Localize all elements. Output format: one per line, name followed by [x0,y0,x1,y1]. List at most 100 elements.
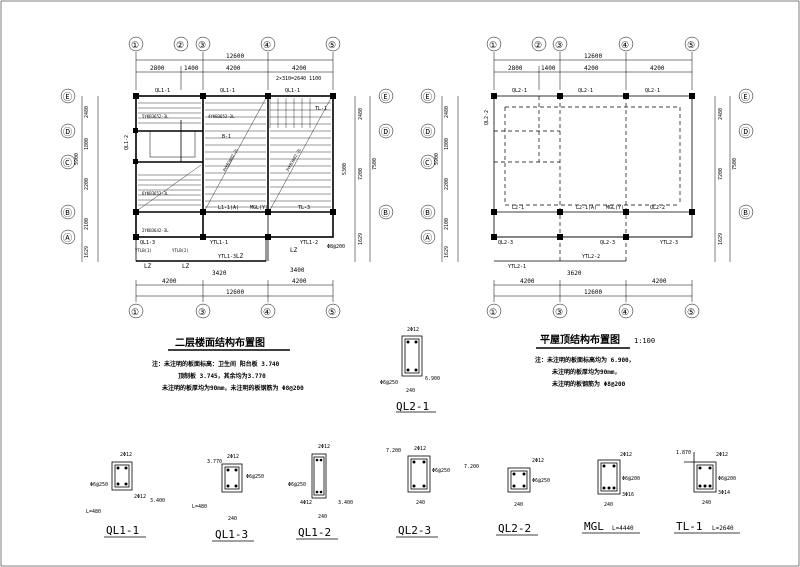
column-label: LZ [144,263,152,270]
column-label: LZ [290,247,298,254]
slab-label: 5YKB3652-3L [142,114,169,119]
dim: 2480 [358,108,364,120]
rebar-top: 2Φ12 [407,327,419,333]
section-title: QL1-3 [215,528,248,541]
grid-label: Ⓓ [423,127,432,138]
columns-1 [133,93,336,240]
section-title: TL-1 [676,520,703,533]
slab-label: YTLB(1) [135,248,152,253]
plan-2: ① ② ③ ④ ⑤ ① ③ ④ ⑤ Ⓔ Ⓓ Ⓒ Ⓑ Ⓐ Ⓔ Ⓓ Ⓑ [420,36,754,388]
rebar-top: 2Φ12 [532,458,544,464]
beam-label: QL2-2 [650,205,665,211]
beam-label: QL2-1 [645,88,660,94]
dim: 4200 [292,278,307,285]
grid-label: Ⓒ [423,158,432,169]
rebar-bot: 4Φ12 [300,500,312,506]
grid-label: Ⓑ [381,208,390,219]
dim: 2480 [718,108,724,120]
dim: 3420 [212,270,227,277]
rebar-top: 2Φ12 [227,454,239,460]
beam-label: TL-3 [298,205,310,211]
stirrup: Φ6@250 [246,474,264,480]
rebar-top: 2Φ12 [120,452,132,458]
section-width: 240 [318,514,327,520]
elevation: 3.400 [150,498,165,504]
beam-label: L2-1 [512,205,524,211]
grid-label: Ⓔ [423,92,432,103]
dim: 2100 [84,218,90,230]
plan-title: 平屋顶结构布置图 [540,333,620,346]
grid-label: Ⓓ [741,127,750,138]
section-ql2-1: 2Φ12 Φ6@250 240 6.900 QL2-1 [380,327,440,413]
beam-label: QL2-1 [578,88,593,94]
grid-label: Ⓐ [63,233,72,244]
stirrup: Φ6@250 [380,380,398,386]
dims-bottom-2: 4200 4200 12600 3620 [493,270,693,302]
section-ql1-2: 2Φ12 Φ6@250 4Φ12 3.400 240 QL1-2 [288,444,353,540]
note-line: 未注明的板厚均为90mm， [552,368,620,376]
dim: 12600 [584,289,602,296]
rebar-bot: 2Φ12 [134,494,146,500]
stirrup: Φ6@200 [622,476,640,482]
dim: 7200 [358,168,364,180]
toilet-slab [149,130,196,158]
beam-label: YTL2-2 [582,254,600,260]
dim: 4200 [650,65,665,72]
dim: 5900 [434,153,440,165]
elevation: 3.400 [338,500,353,506]
grid-label: Ⓑ [741,208,750,219]
grid-label: Ⓔ [741,92,750,103]
grid-label: ④ [621,41,629,51]
dim: 3400 [290,267,305,274]
elevation: 3.770 [207,459,222,465]
slab-label: 2YKB3642-3L [142,228,169,233]
grid-label: ① [131,308,139,318]
dim: 1629 [444,246,450,258]
slab-label: B-1 [222,134,231,140]
grid-label: ④ [263,41,271,51]
grid-label: ⑤ [328,41,336,51]
dim: 4200 [162,278,177,285]
grid-bubbles-left-2: Ⓔ Ⓓ Ⓒ Ⓑ Ⓐ [420,88,436,245]
dim-stair: 2×310=2640 1100 [276,76,321,82]
slab-label: 3YKB3692-2L [285,147,303,173]
grid-label: ③ [555,41,563,51]
grid-bubbles-bottom-2: ① ③ ④ ⑤ [486,303,700,319]
beam-label: TL-1 [315,106,327,112]
beam-label: QL2-2 [484,110,490,125]
section-title: QL2-3 [398,524,431,537]
dim: 4200 [652,278,667,285]
grid-label: Ⓑ [423,208,432,219]
grid-bubbles-left-1: Ⓔ Ⓓ Ⓒ Ⓑ Ⓐ [60,88,76,245]
beam-label: L1-1(A) [218,205,239,211]
dim: 2200 [444,178,450,190]
beam-label: QL1-1 [220,88,235,94]
rebar-top: 2Φ12 [318,444,330,450]
grid-bubbles-top-1: ① ② ③ ④ ⑤ [128,36,341,52]
slab-label: 4YKB3692-2L [222,147,240,173]
grid-bubbles-right-2: Ⓔ Ⓓ Ⓑ [738,88,754,220]
beam-label: QL1-3 [140,240,155,246]
grid-label: ⑤ [687,41,695,51]
dim: 1629 [718,233,724,245]
section-width: 240 [604,502,613,508]
beam-label: QL1-1 [285,88,300,94]
grid-label: ④ [621,308,629,318]
section-title: QL1-1 [106,524,139,537]
dim: 4200 [520,278,535,285]
dim: 1400 [541,65,556,72]
beam-label: QL1-1 [155,88,170,94]
grid-label: Ⓑ [63,208,72,219]
dim-total: 12600 [226,53,244,60]
elevation: 7.200 [464,464,479,470]
dim: 2480 [84,106,90,118]
beams-2 [493,95,693,262]
grid-bubbles-right-1: Ⓔ Ⓓ Ⓑ [378,88,394,220]
grid-label: Ⓔ [381,92,390,103]
grid-label: ③ [198,308,206,318]
dim: 7200 [718,168,724,180]
dim: 1800 [84,138,90,150]
beam-label: QL2-3 [498,240,513,246]
dim: 1400 [184,65,199,72]
